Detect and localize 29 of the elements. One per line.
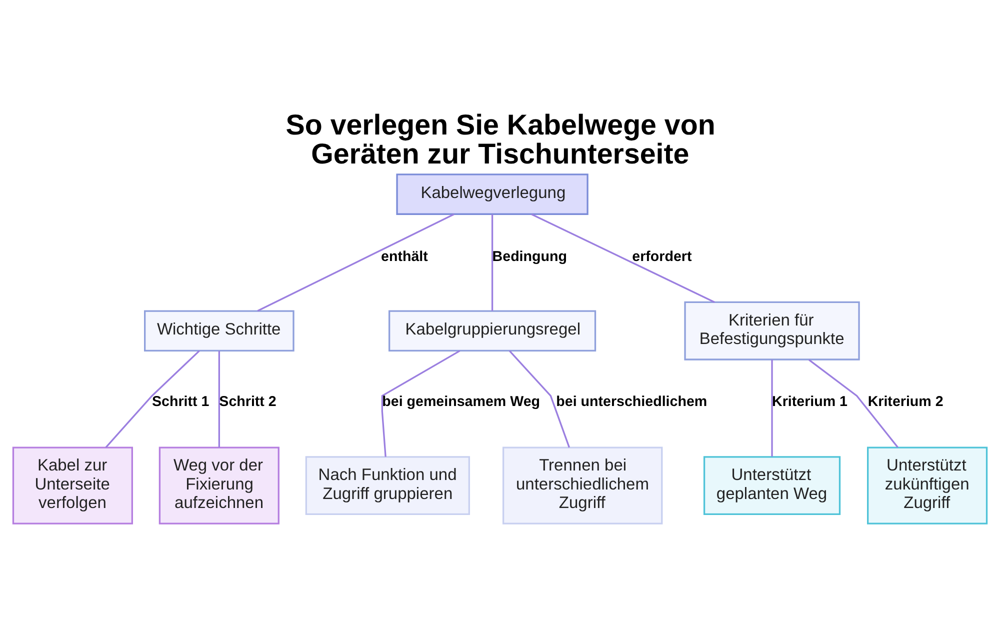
connector (105, 350, 200, 448)
edge-label: bei gemeinsamem Weg (382, 394, 540, 410)
connector (491, 214, 494, 310)
edge-label: Bedingung (492, 248, 567, 264)
edge-label: erfordert (632, 248, 692, 264)
node-box: Kabel zur Unterseite verfolgen (12, 446, 133, 524)
connector (808, 358, 898, 448)
node-box: Nach Funktion und Zugriff gruppieren (305, 456, 470, 515)
connector (381, 350, 460, 456)
node-box: Kriterien für Befestigungspunkte (684, 300, 860, 360)
node-box: Unterstützt zukünftigen Zugriff (867, 446, 988, 524)
node-box: Kabelwegverlegung (396, 173, 588, 214)
connector (257, 212, 454, 312)
connector (218, 350, 220, 447)
edge-label: Kriterium 1 (772, 394, 848, 410)
edge-label: Schritt 1 (152, 394, 210, 410)
node-box: Unterstützt geplanten Weg (703, 456, 841, 515)
node-box: Trennen bei unterschiedlichem Zugriff (502, 446, 663, 524)
edge-label: Schritt 2 (219, 394, 276, 410)
node-box: Kabelgruppierungsregel (388, 310, 596, 352)
connector (508, 350, 570, 448)
diagram-title: So verlegen Sie Kabelwege von Geräten zur Tischunterseite (286, 109, 716, 170)
connector (531, 212, 716, 302)
node-box: Wichtige Schritte (144, 310, 294, 352)
edge-label: bei unterschiedlichem (556, 394, 708, 410)
edge-label: Kriterium 2 (868, 394, 944, 410)
node-box: Weg vor der Fixierung aufzeichnen (158, 446, 280, 524)
connector (771, 359, 773, 456)
edge-label: enthält (381, 248, 428, 264)
